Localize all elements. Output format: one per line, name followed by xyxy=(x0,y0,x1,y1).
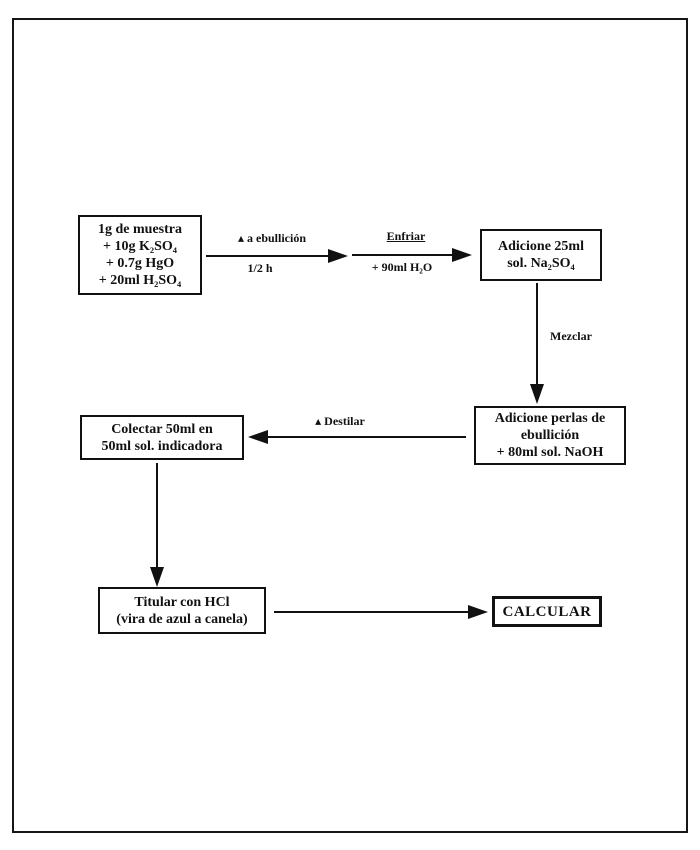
arrow-ebullicion-label-bottom: 1/2 h xyxy=(247,261,273,275)
box-add-na2so4: Adicione 25ml sol. Na₂SO₄ xyxy=(480,229,602,281)
arrow-mezclar-head xyxy=(530,384,544,404)
box-line: Colectar 50ml en xyxy=(111,421,213,437)
arrow-enfriar-head xyxy=(452,248,472,262)
page-border xyxy=(12,18,688,833)
arrow-to-titular-line xyxy=(156,463,158,568)
arrow-enfriar-label-bottom: + 90ml H₂O xyxy=(371,260,433,274)
arrow-to-calcular-head xyxy=(468,605,488,619)
arrow-enfriar-line xyxy=(352,254,452,256)
arrow-ebullicion-head xyxy=(328,249,348,263)
box-line: ebullición xyxy=(520,428,580,443)
box-line: + 0.7g HgO xyxy=(105,256,175,271)
box-line: Adicione 25ml xyxy=(498,239,584,254)
arrow-to-titular-head xyxy=(150,567,164,587)
box-line: CALCULAR xyxy=(502,603,592,620)
box-line: (vira de azul a canela) xyxy=(116,611,248,627)
box-sample-preparation: 1g de muestra + 10g K₂SO₄ + 0.7g HgO + 2… xyxy=(78,215,202,295)
box-calcular: CALCULAR xyxy=(492,596,602,627)
box-line: sol. Na₂SO₄ xyxy=(507,256,575,271)
arrow-to-calcular-line xyxy=(274,611,468,613)
arrow-ebullicion-line xyxy=(206,255,328,257)
box-line: + 20ml H₂SO₄ xyxy=(98,273,182,288)
arrow-destilar-head xyxy=(248,430,268,444)
box-line: + 10g K₂SO₄ xyxy=(103,239,177,254)
box-line: + 80ml sol. NaOH xyxy=(496,445,604,460)
box-line: 50ml sol. indicadora xyxy=(101,438,223,454)
box-colectar: Colectar 50ml en 50ml sol. indicadora xyxy=(80,415,244,460)
box-titular-hcl: Titular con HCl (vira de azul a canela) xyxy=(98,587,266,634)
arrow-enfriar-label-top: Enfriar xyxy=(386,229,426,243)
arrow-destilar-label: ▴ Destilar xyxy=(315,414,365,428)
arrow-mezclar-label: Mezclar xyxy=(550,329,592,343)
arrow-ebullicion-label-top: ▴ a ebullición xyxy=(237,231,307,245)
arrow-mezclar-line xyxy=(536,283,538,385)
arrow-destilar-line xyxy=(266,436,466,438)
box-line: Adicione perlas de xyxy=(494,411,606,426)
box-line: Titular con HCl xyxy=(134,594,230,610)
box-line: 1g de muestra xyxy=(98,222,182,237)
box-add-perlas-naoh: Adicione perlas de ebullición + 80ml sol… xyxy=(474,406,626,465)
